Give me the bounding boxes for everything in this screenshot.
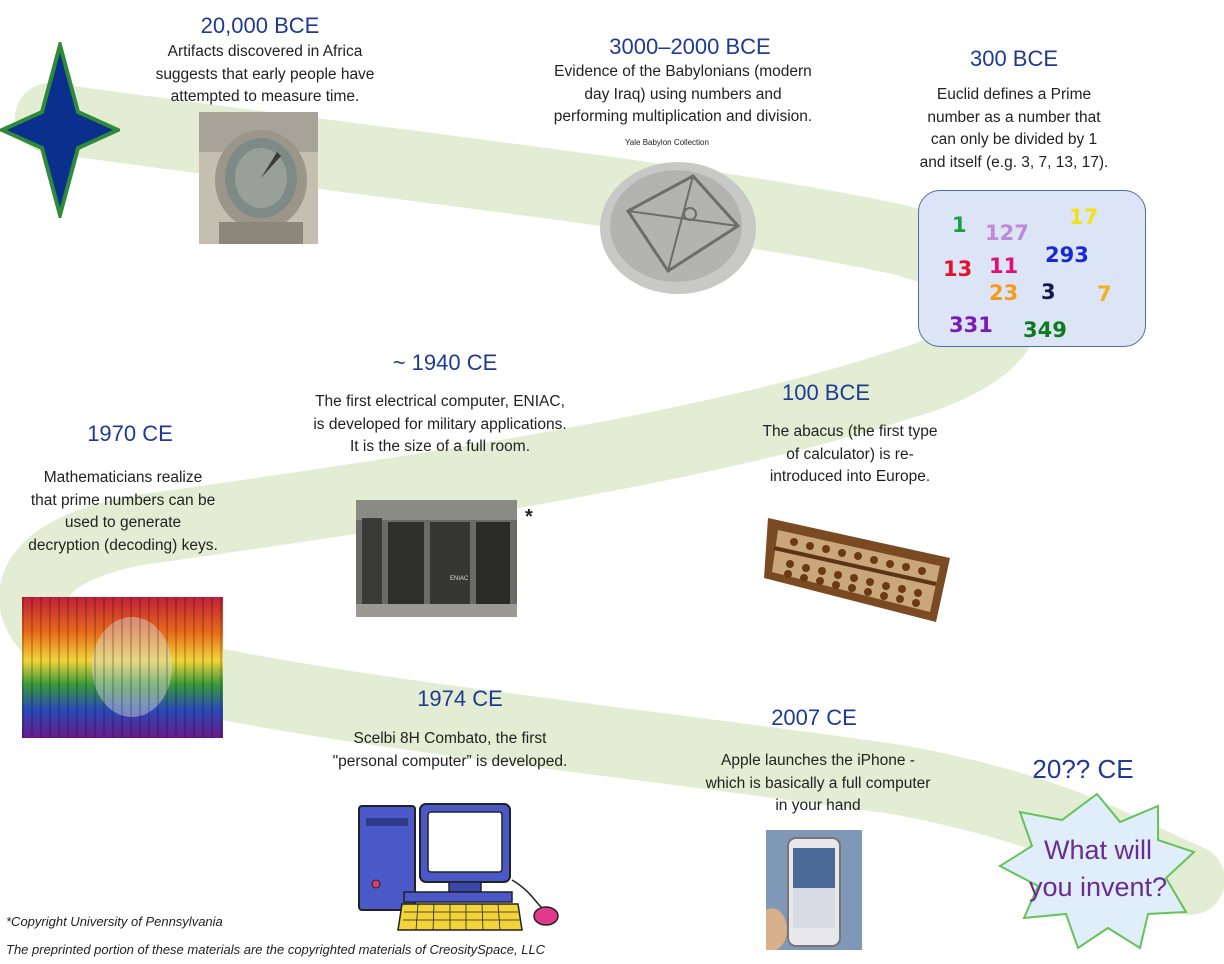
text-line: decryption (decoding) keys. [28,536,218,554]
invent-star-icon [998,792,1196,950]
event-year: 2007 CE [771,705,857,730]
iphone-photo [766,830,862,950]
babylonian-tablet-photo [598,156,758,296]
text-line: Apple launches the iPhone - [721,752,915,769]
event-description: Euclid defines a Prime number as a numbe… [904,84,1124,174]
prime-number: 3 [1041,280,1056,304]
event-description: Artifacts discovered in Africa suggests … [130,41,400,109]
prime-number: 1 [952,213,967,237]
text-line: is developed for military applications. [313,415,567,433]
event-description: Apple launches the iPhone - which is bas… [678,750,958,818]
copyright-asterisk: * [525,506,533,528]
encryption-art-image [22,597,223,738]
text-line: "personal computer” is developed. [332,752,568,770]
event-year: 100 BCE [781,380,871,405]
text-line: you invent? [1028,872,1168,902]
event-year: 3000–2000 BCE [609,34,771,59]
text-line: attempted to measure time. [170,88,360,105]
text-line: It is the size of a full room. [349,438,531,455]
text-line: which is basically a full computer [705,774,931,792]
prime-number: 13 [943,257,973,281]
text-line: Euclid defines a Prime [936,86,1092,103]
text-line: number as a number that [927,108,1101,126]
text-line: that prime numbers can be [30,491,216,509]
prime-number: 293 [1045,243,1089,267]
text-line: day Iraq) using numbers and [584,85,782,103]
abacus-photo [764,508,954,624]
text-line: Mathematicians realize [43,469,203,486]
personal-computer-icon [358,803,559,931]
image-caption: Yale Babylon Collection [625,138,709,147]
event-description: Evidence of the Babylonians (modern day … [520,61,846,129]
prime-number: 11 [989,254,1019,278]
copyright-note: *Copyright University of Pennsylvania [6,914,223,929]
event-year: 1974 CE [417,686,503,711]
text-line: Artifacts discovered in Africa [167,43,363,60]
eniac-label: ENIAC [450,576,469,582]
text-line: Evidence of the Babylonians (modern [554,63,812,80]
event-description: Mathematicians realize that prime number… [8,467,238,557]
prime-number: 331 [949,313,993,337]
text-line: and itself (e.g. 3, 7, 13, 17). [919,153,1109,171]
prime-number: 127 [985,221,1029,245]
event-description: The first electrical computer, ENIAC, is… [290,391,590,459]
start-star-icon [0,42,120,218]
event-description: Scelbi 8H Combato, the first "personal c… [300,728,600,773]
text-line: introduced into Europe. [769,468,931,485]
text-line: of calculator) is re- [786,445,914,463]
prime-number: 349 [1023,318,1067,342]
event-year: ~ 1940 CE [392,350,498,375]
sundial-photo [199,112,318,244]
text-line: used to generate [64,514,182,531]
text-line: can only be divided by 1 [930,131,1098,148]
text-line: What will [1043,835,1152,865]
prime-number: 17 [1069,205,1099,229]
text-line: suggests that early people have [155,65,375,83]
materials-copyright: The preprinted portion of these material… [6,942,546,957]
prime-numbers-box: 1 127 17 13 11 293 23 3 7 331 349 [918,190,1146,347]
text-line: Scelbi 8H Combato, the first [353,730,547,747]
prime-number: 23 [989,281,1019,305]
event-description: The abacus (the first type of calculator… [730,421,970,489]
text-line: in your hand [775,797,861,814]
text-line: performing multiplication and division. [553,108,813,125]
eniac-photo: ENIAC [356,500,517,617]
event-year: 20,000 BCE [200,13,320,38]
event-year: 300 BCE [969,46,1059,71]
text-line: The abacus (the first type [762,423,938,440]
event-year: 1970 CE [87,421,173,446]
prime-number: 7 [1097,282,1112,306]
text-line: The first electrical computer, ENIAC, [315,393,565,410]
event-year: 20?? CE [1032,754,1134,784]
invent-question: What will you invent? [1008,832,1188,906]
